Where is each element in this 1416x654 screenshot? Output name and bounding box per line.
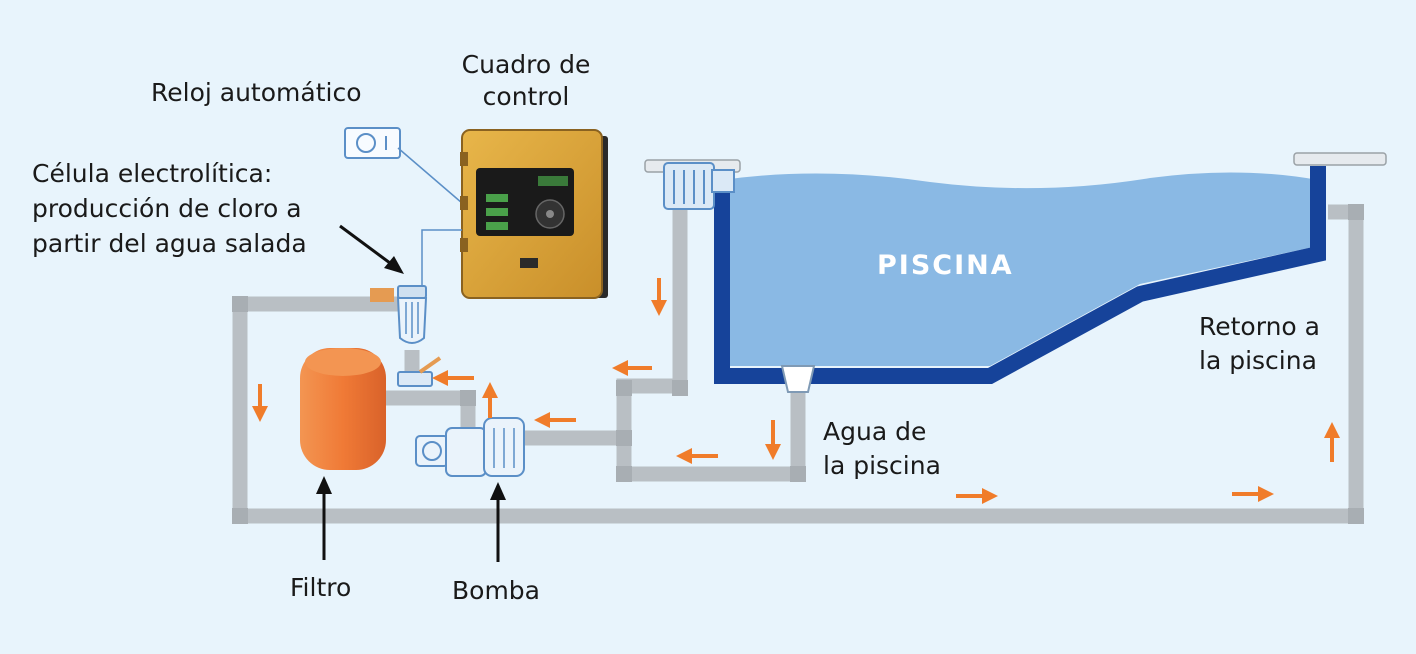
pool-wall <box>714 166 1326 384</box>
pointer-pump <box>490 482 506 562</box>
electrolytic-cell <box>370 285 442 387</box>
label-pump: Bomba <box>452 576 540 605</box>
flow-arrows <box>252 278 1340 504</box>
pointer-cell <box>339 224 404 274</box>
flow-arrow-bottom-right-1 <box>956 488 998 504</box>
label-control-box-line1: Cuadro de <box>461 50 591 79</box>
flow-arrow-hub-left <box>612 360 652 376</box>
label-return-line1: Retorno a <box>1199 312 1320 341</box>
pool-water <box>722 172 1318 366</box>
label-control-box-line2: control <box>482 82 570 111</box>
flow-arrow-return-up <box>1324 422 1340 462</box>
pointer-filter <box>316 476 332 560</box>
label-cell-line3: partir del agua salada <box>32 229 307 258</box>
label-electrolytic-cell: Célula electrolítica: producción de clor… <box>32 156 307 261</box>
flow-arrow-left-down <box>252 384 268 422</box>
label-cell-line1: Célula electrolítica: <box>32 159 273 188</box>
label-cell-line2: producción de cloro a <box>32 194 302 223</box>
label-control-box: Cuadro de control <box>446 49 606 113</box>
label-return: Retorno a la piscina <box>1199 310 1320 378</box>
pointer-arrows <box>316 224 506 562</box>
label-timer: Reloj automático <box>151 78 362 107</box>
label-return-line2: la piscina <box>1199 346 1317 375</box>
flow-arrow-pump-left <box>534 412 576 428</box>
flow-arrow-drain-down <box>765 420 781 460</box>
label-pool-water-line2: la piscina <box>823 451 941 480</box>
bottom-drain <box>780 365 816 393</box>
skimmer <box>663 162 735 210</box>
filter-tank <box>300 348 386 470</box>
pump <box>415 417 525 477</box>
label-pool-water: Agua de la piscina <box>823 415 941 483</box>
pipe-joints <box>232 204 1364 524</box>
control-box <box>421 129 608 299</box>
flow-arrow-to-cell-left <box>432 370 474 386</box>
flow-arrow-bottom-right-2 <box>1232 486 1274 502</box>
automatic-timer <box>344 127 463 204</box>
flow-arrow-skimmer-down <box>651 278 667 316</box>
flow-arrow-pump-up <box>482 382 498 418</box>
label-pool: PISCINA <box>877 250 1014 281</box>
flow-arrow-drain-left <box>676 448 718 464</box>
label-filter: Filtro <box>290 573 352 602</box>
pool <box>644 152 1387 393</box>
label-pool-water-line1: Agua de <box>823 417 927 446</box>
